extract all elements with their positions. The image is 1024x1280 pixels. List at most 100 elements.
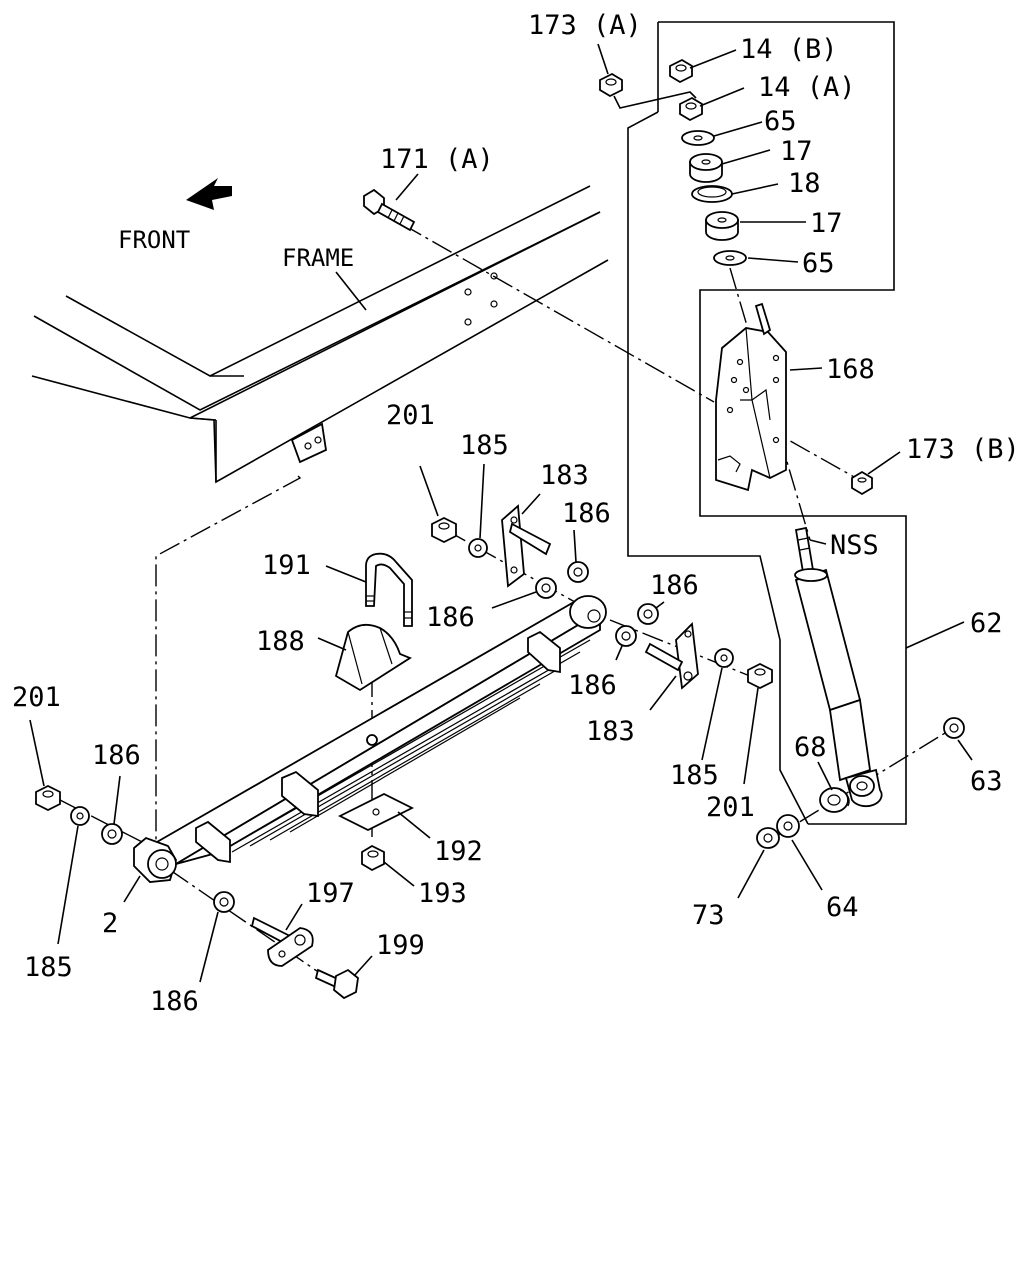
nut-173a-icon bbox=[599, 72, 623, 98]
shackle-183-bottom-leader bbox=[649, 675, 677, 711]
label-frame: FRAME bbox=[282, 244, 354, 272]
bushing-186-mid-icon bbox=[535, 577, 557, 599]
washer-185-left-leader bbox=[57, 825, 79, 945]
frame-rail bbox=[31, 185, 609, 484]
bushing-186-top-leader bbox=[573, 529, 577, 563]
label-186-top: 186 bbox=[562, 498, 611, 529]
leaf-spring-2-leader bbox=[123, 875, 141, 903]
label-nss: NSS bbox=[830, 530, 879, 561]
label-186-right: 186 bbox=[650, 570, 699, 601]
lower-group-connector bbox=[627, 111, 809, 825]
label-199: 199 bbox=[376, 930, 425, 961]
label-171a: 171 (A) bbox=[380, 144, 494, 175]
label-201-mid: 201 bbox=[386, 400, 435, 431]
washer-185-right-leader bbox=[701, 667, 723, 761]
nut-201-left-leader bbox=[29, 719, 45, 787]
nut-201-right-icon bbox=[747, 662, 773, 690]
bracket-168-leader bbox=[789, 367, 823, 371]
bushing-186-right-leader bbox=[655, 601, 665, 609]
label-18: 18 bbox=[788, 168, 821, 199]
seat-188-icon bbox=[334, 623, 412, 692]
bushing-186-left-leader bbox=[113, 775, 121, 825]
label-186-bottom: 186 bbox=[150, 986, 199, 1017]
washer-64-icon bbox=[776, 814, 800, 838]
ubolt-191-leader bbox=[325, 565, 367, 583]
label-73: 73 bbox=[692, 900, 725, 931]
washer-64-leader bbox=[791, 839, 823, 891]
label-65-bottom: 65 bbox=[802, 248, 835, 279]
label-186-right2: 186 bbox=[568, 670, 617, 701]
bushing-186-left-icon bbox=[101, 823, 123, 845]
nut-14a-icon bbox=[679, 96, 703, 122]
nut-173b-leader bbox=[867, 451, 901, 475]
washer-65-bottom-icon bbox=[713, 250, 747, 266]
washer-63-icon bbox=[943, 717, 965, 739]
nut-193-icon bbox=[361, 844, 385, 872]
label-front: FRONT bbox=[118, 226, 190, 254]
nut-201-left-icon bbox=[35, 784, 61, 812]
bolt-199-leader bbox=[353, 955, 373, 977]
washer-185-mid-leader bbox=[479, 463, 485, 539]
label-168: 168 bbox=[826, 354, 875, 385]
label-64: 64 bbox=[826, 892, 859, 923]
bolt-171a-leader bbox=[395, 173, 419, 201]
shackle-197-leader bbox=[285, 903, 303, 931]
retainer-18-icon bbox=[691, 185, 733, 203]
label-191: 191 bbox=[262, 550, 311, 581]
bolt-171-axis bbox=[401, 223, 715, 403]
washer-65-bottom-leader bbox=[747, 257, 799, 263]
shackle-183-bottom-icon bbox=[644, 622, 699, 690]
ubolt-191-icon bbox=[365, 552, 413, 627]
label-68: 68 bbox=[794, 732, 827, 763]
label-186-left: 186 bbox=[92, 740, 141, 771]
nut-14b-leader bbox=[689, 49, 737, 69]
washer-185-left-icon bbox=[70, 806, 90, 826]
label-14b: 14 (B) bbox=[740, 34, 838, 65]
nut-173b-icon bbox=[851, 470, 873, 496]
nut-73-leader bbox=[737, 849, 765, 899]
label-185-mid: 185 bbox=[460, 430, 509, 461]
label-192: 192 bbox=[434, 836, 483, 867]
label-201-left: 201 bbox=[12, 682, 61, 713]
label-62: 62 bbox=[970, 608, 1003, 639]
label-2: 2 bbox=[102, 908, 118, 939]
shackle-183-top-leader bbox=[521, 493, 541, 515]
washer-63-leader bbox=[957, 739, 973, 761]
washer-185-mid-icon bbox=[468, 538, 488, 558]
bracket-168-icon bbox=[715, 302, 787, 492]
bushing-186-right2-leader bbox=[615, 645, 623, 661]
frame-leader bbox=[335, 271, 367, 311]
retainer-18-leader bbox=[731, 183, 779, 195]
label-17-bottom: 17 bbox=[810, 208, 843, 239]
nut-connector-line bbox=[613, 91, 697, 109]
bolt-171a-icon bbox=[363, 188, 416, 232]
label-197: 197 bbox=[306, 878, 355, 909]
bushing-186-mid-leader bbox=[491, 591, 537, 609]
shackle-197-icon bbox=[250, 916, 314, 967]
label-63: 63 bbox=[970, 766, 1003, 797]
front-shackle-axis bbox=[169, 869, 331, 981]
label-17-top: 17 bbox=[780, 136, 813, 167]
bushing-68-icon bbox=[819, 787, 850, 813]
upper-bushing-group-box bbox=[658, 21, 907, 825]
leaf-spring-2-icon bbox=[133, 595, 607, 883]
shock-absorber-62-icon bbox=[794, 526, 883, 808]
nss-leader bbox=[809, 539, 827, 545]
bushing-186-bottom-icon bbox=[213, 891, 235, 913]
front-arrow-icon bbox=[186, 178, 232, 210]
washer-65-top-leader bbox=[713, 121, 763, 137]
label-173a: 173 (A) bbox=[528, 10, 642, 41]
plate-192-icon bbox=[337, 792, 415, 832]
label-185-left: 185 bbox=[24, 952, 73, 983]
label-185-right: 185 bbox=[670, 760, 719, 791]
label-201-right: 201 bbox=[706, 792, 755, 823]
bushing-17-bottom-icon bbox=[705, 211, 739, 241]
washer-65-top-icon bbox=[681, 130, 715, 146]
nut-193-leader bbox=[383, 861, 415, 887]
nut-173a-leader bbox=[597, 43, 609, 75]
label-186-mid: 186 bbox=[426, 602, 475, 633]
nut-14b-icon bbox=[669, 58, 693, 84]
label-193: 193 bbox=[418, 878, 467, 909]
bushing-186-bottom-leader bbox=[199, 911, 219, 983]
